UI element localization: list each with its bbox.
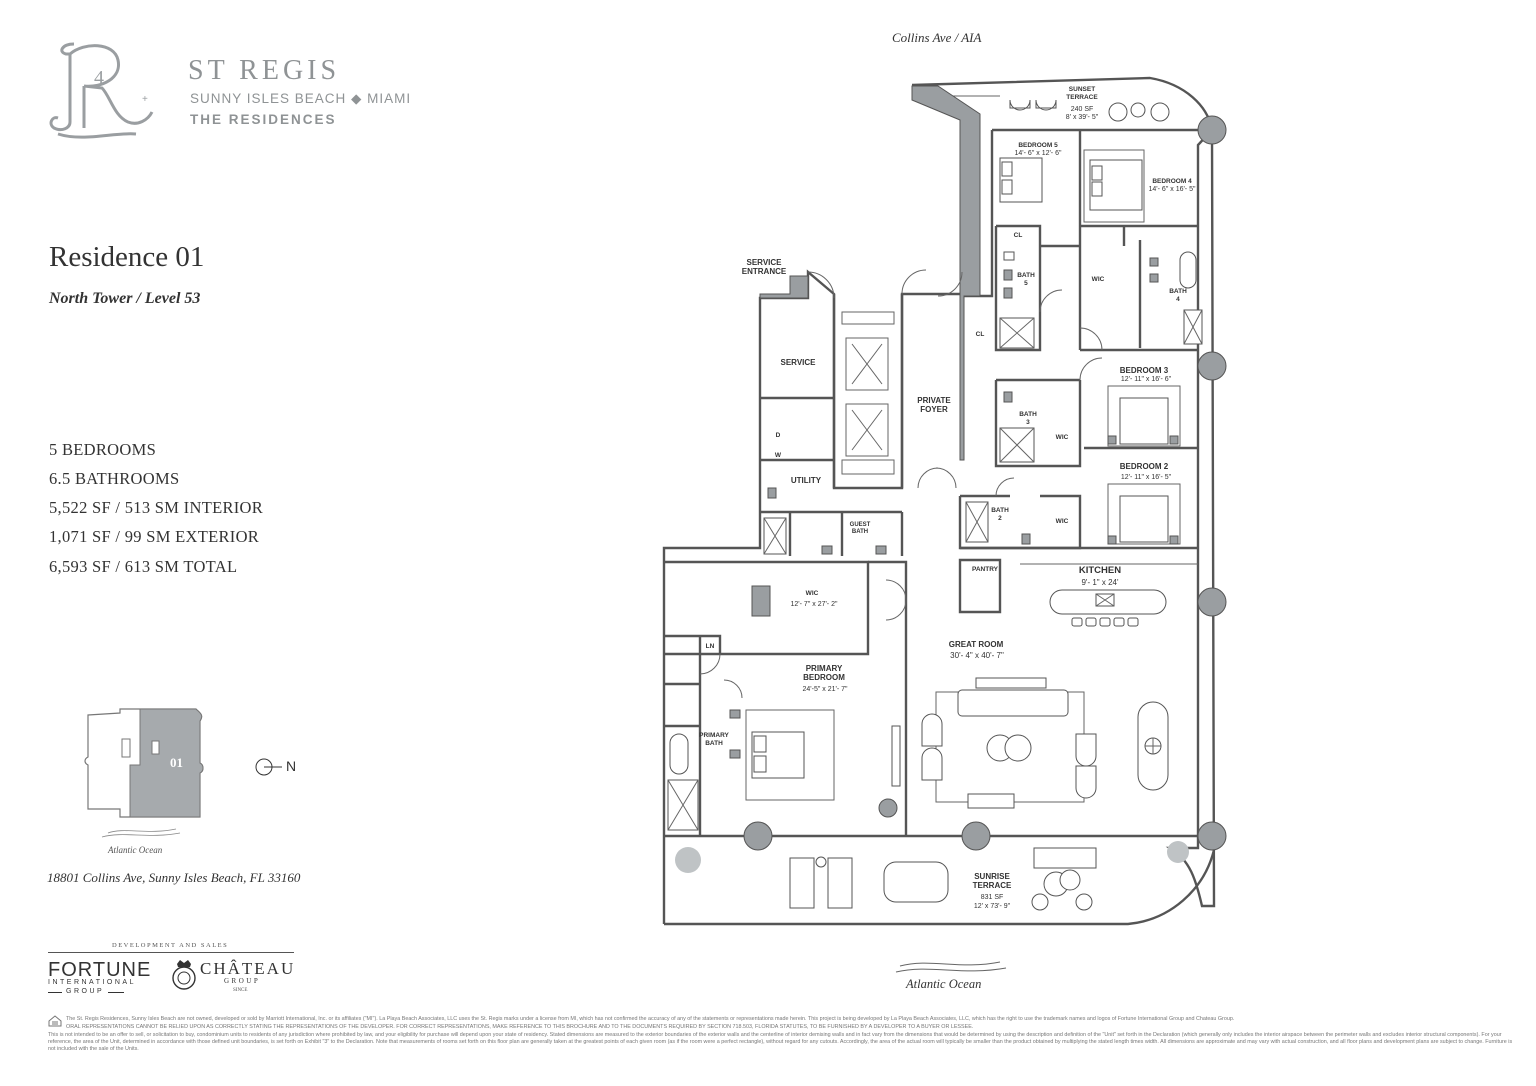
door-swings <box>699 269 1103 699</box>
primary-bedroom-dims: 24'-5" x 21'- 7" <box>802 686 848 693</box>
bedroom5-name: BEDROOM 5 <box>1018 142 1058 149</box>
bath2-label: BATH 2 <box>991 507 1009 522</box>
disclaimer-line-2: ORAL REPRESENTATIONS CANNOT BE RELIED UP… <box>66 1024 974 1030</box>
sunset-terrace-dims: 8' x 39'- 5" <box>1065 114 1099 121</box>
bedroom3-dims: 12'- 11" x 16'- 6" <box>1120 376 1172 383</box>
sunrise-terrace-area: 831 SF <box>980 894 1004 901</box>
ocean-label: Atlantic Ocean <box>906 977 982 991</box>
fortune-logo-sub1: INTERNATIONAL <box>48 979 136 986</box>
pantry-label: PANTRY <box>972 566 998 573</box>
svg-text:4: 4 <box>94 67 104 89</box>
primary-bedroom-name: PRIMARY BEDROOM <box>803 664 845 682</box>
primary-lounge-chair <box>878 798 898 818</box>
sunrise-terrace-furniture <box>789 847 1097 911</box>
sunrise-terrace-name: SUNRISE TERRACE <box>972 872 1012 890</box>
bedroom2-name: BEDROOM 2 <box>1119 462 1169 471</box>
developers-divider <box>48 952 294 953</box>
brand-name: ST REGIS <box>188 55 341 86</box>
bath3-label: BATH 3 <box>1019 411 1037 426</box>
utility-label: UTILITY <box>790 476 822 485</box>
disclaimer-line-3: This is not intended to be an offer to s… <box>48 1032 1513 1053</box>
wic-bedroom3: WIC <box>1055 434 1069 441</box>
primary-bath-label: PRIMARY BATH <box>699 732 729 747</box>
service-entrance-label: SERVICE ENTRANCE <box>741 258 787 276</box>
chateau-logo-year: SINCE <box>233 988 248 993</box>
chateau-logo-sub: GROUP <box>224 977 261 985</box>
stat-bathrooms: 6.5 BATHROOMS <box>49 469 180 488</box>
north-label: N <box>286 758 297 774</box>
kitchen-dims: 9'- 1" x 24' <box>1081 578 1119 587</box>
kitchen-name: KITCHEN <box>1078 565 1122 576</box>
fortune-rule-right <box>108 992 124 993</box>
sunset-terrace-furniture <box>1009 99 1170 122</box>
brand-tagline: THE RESIDENCES <box>190 112 337 127</box>
fortune-logo-sub2: GROUP <box>66 988 105 995</box>
equal-housing-icon <box>48 1015 62 1027</box>
svg-text:01: 01 <box>170 755 183 770</box>
bath5-label: BATH 5 <box>1017 272 1035 287</box>
dryer-label: D <box>775 432 781 439</box>
great-room-furniture <box>891 677 1169 809</box>
stat-exterior: 1,071 SF / 99 SM EXTERIOR <box>49 527 260 546</box>
street-label: Collins Ave / AIA <box>892 30 982 45</box>
beds <box>745 149 1181 801</box>
service-room-label: SERVICE <box>780 358 816 367</box>
wic-bedroom2: WIC <box>1055 518 1069 525</box>
bath-fixtures <box>667 251 1203 831</box>
wic-primary-dims: 12'- 7" x 27'- 2" <box>790 601 838 608</box>
residence-title: Residence 01 <box>49 241 205 273</box>
sunset-terrace-area: 240 SF <box>1070 106 1094 113</box>
private-foyer-label: PRIVATE FOYER <box>917 396 951 414</box>
sunrise-terrace-dims: 12' x 73'- 9" <box>973 903 1011 910</box>
bedroom3-name: BEDROOM 3 <box>1119 366 1169 375</box>
bedroom2-dims: 12'- 11" x 16'- 5" <box>1120 474 1172 481</box>
entry-wall-shade <box>911 85 981 461</box>
wic-primary-name: WIC <box>805 590 819 597</box>
chateau-crest-icon <box>172 960 196 990</box>
elevators <box>841 311 895 475</box>
kitchen-fixtures <box>1020 563 1198 627</box>
stat-bedrooms: 5 BEDROOMS <box>49 440 157 459</box>
linen-label: LN <box>705 643 715 650</box>
brand-location: SUNNY ISLES BEACH ◆ MIAMI <box>190 91 412 106</box>
great-room-dims: 30'- 4" x 40'- 7" <box>950 651 1004 660</box>
structural-columns <box>743 115 1227 851</box>
sunset-terrace-name: SUNSET TERRACE <box>1066 86 1098 101</box>
north-arrow-icon <box>255 758 282 776</box>
palm-plants <box>675 841 1189 873</box>
svg-text:+: + <box>142 94 148 105</box>
wic-island <box>751 585 771 617</box>
wic-bedroom4: WIC <box>1091 276 1105 283</box>
key-plan-ocean-label: Atlantic Ocean <box>108 845 163 855</box>
hall-closet: CL <box>975 331 985 338</box>
fortune-logo-name: FORTUNE <box>48 959 152 981</box>
residence-subtitle: North Tower / Level 53 <box>49 290 201 307</box>
st-regis-monogram-logo: 4 + <box>49 42 154 139</box>
bedroom4-dims: 14'- 6" x 16'- 5" <box>1148 186 1196 193</box>
chateau-logo-name: CHÂTEAU <box>200 959 296 978</box>
bedroom4-name: BEDROOM 4 <box>1152 178 1192 185</box>
address: 18801 Collins Ave, Sunny Isles Beach, FL… <box>47 870 301 885</box>
washer-label: W <box>774 452 782 459</box>
bath4-label: BATH 4 <box>1169 288 1187 303</box>
key-plan: 01 <box>84 708 204 838</box>
service-entry-wall <box>759 275 809 299</box>
fortune-rule-left <box>48 992 62 993</box>
bedroom5-dims: 14'- 6" x 12'- 6" <box>1014 150 1062 157</box>
guest-bath-label: GUEST BATH <box>849 522 871 535</box>
great-room-name: GREAT ROOM <box>948 640 1004 649</box>
closet-bedroom5: CL <box>1013 232 1023 239</box>
stat-total: 6,593 SF / 613 SM TOTAL <box>49 557 238 576</box>
disclaimer-line-1: The St. Regis Residences, Sunny Isles Be… <box>66 1016 1235 1022</box>
developers-heading: DEVELOPMENT AND SALES <box>112 942 229 949</box>
stat-interior: 5,522 SF / 513 SM INTERIOR <box>49 498 264 517</box>
